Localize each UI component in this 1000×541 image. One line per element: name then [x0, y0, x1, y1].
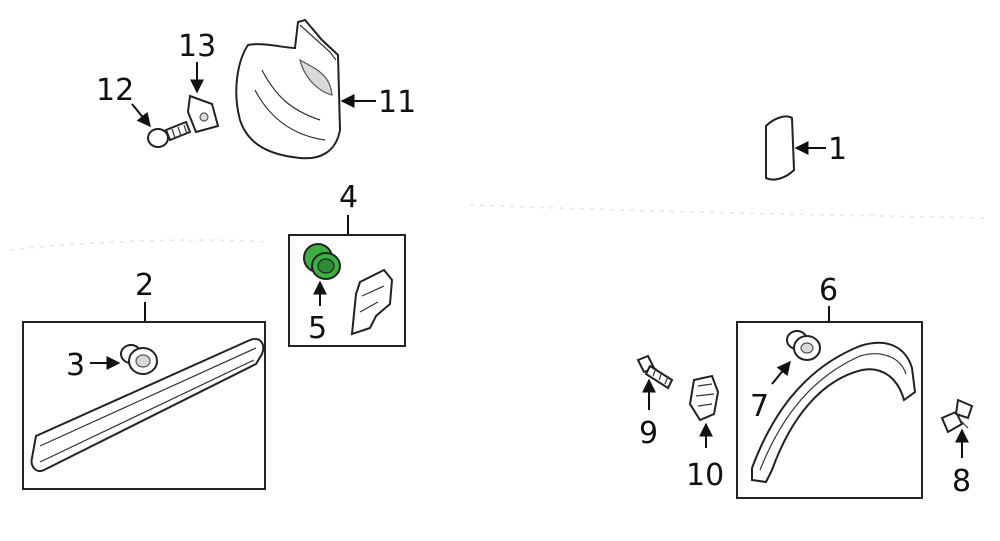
part-7-clip[interactable] [786, 330, 821, 361]
part-13-clip-nut[interactable] [186, 94, 220, 134]
label-10: 10 [686, 458, 724, 493]
leader-line-7 [771, 360, 791, 385]
background-guide-line [469, 204, 991, 219]
part-10-clip[interactable] [688, 374, 720, 422]
part-4-box [288, 234, 406, 347]
label-1: 1 [828, 132, 847, 167]
part-3-clip[interactable] [120, 344, 158, 375]
label-3: 3 [66, 348, 85, 383]
part-4-bracket[interactable] [350, 268, 394, 336]
label-6: 6 [819, 273, 838, 308]
label-2: 2 [135, 268, 154, 303]
label-8: 8 [952, 464, 971, 499]
part-11-mud-flap[interactable] [235, 18, 342, 160]
part-6-wheel-arch-molding[interactable] [751, 341, 917, 484]
label-12: 12 [96, 73, 134, 108]
part-9-screw[interactable] [636, 354, 674, 390]
label-5: 5 [308, 311, 327, 346]
label-4: 4 [339, 180, 358, 215]
label-11: 11 [378, 85, 416, 120]
part-6-box [736, 321, 923, 499]
part-1-pad[interactable] [765, 115, 796, 181]
label-9: 9 [639, 416, 658, 451]
part-12-bolt[interactable] [147, 120, 192, 148]
part-5-clip-highlighted[interactable] [303, 243, 341, 280]
label-7: 7 [750, 389, 769, 424]
part-2-molding[interactable] [30, 338, 265, 472]
part-2-box [22, 321, 266, 490]
background-guide-line [9, 239, 271, 251]
label-13: 13 [178, 29, 216, 64]
leader-line-12 [131, 103, 151, 128]
part-8-push-pin[interactable] [940, 398, 974, 434]
